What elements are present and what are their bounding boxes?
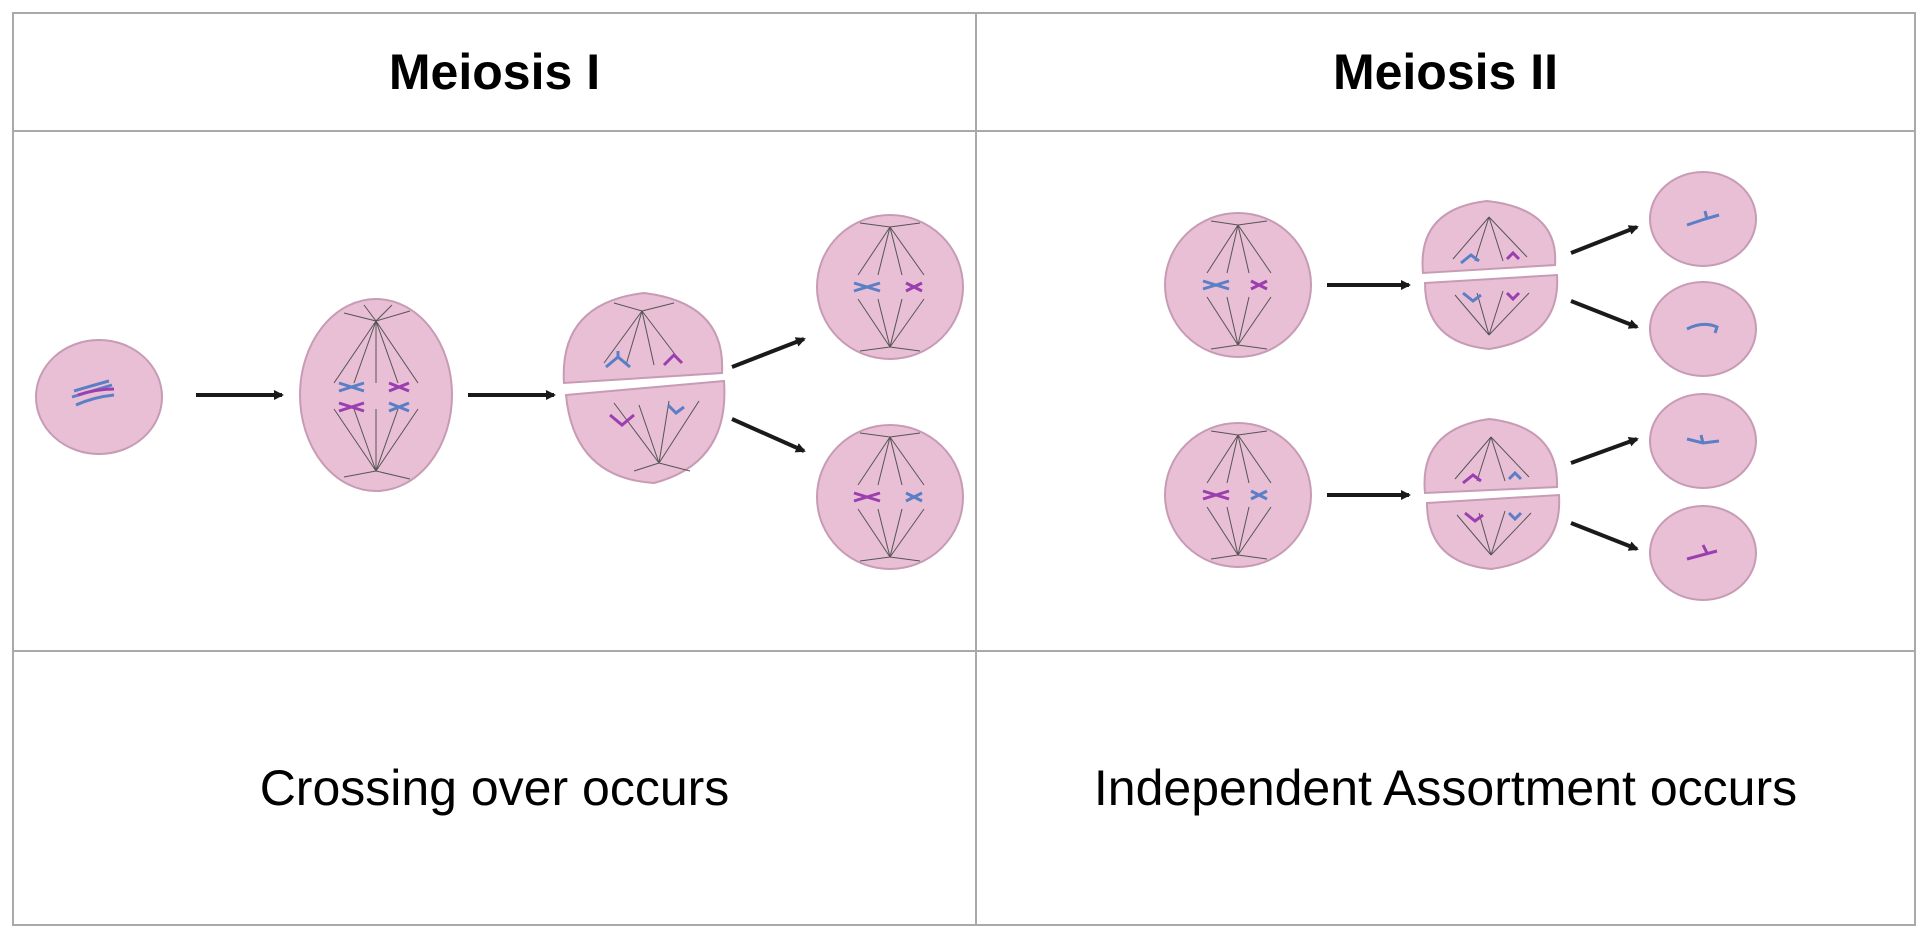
chromosomes <box>338 381 410 413</box>
header-meiosis-1: Meiosis I <box>388 44 601 100</box>
spindle-fibers <box>333 304 419 480</box>
daughter-cell-2 <box>816 424 964 570</box>
cell-telophase-2-bottom-b <box>1425 493 1561 571</box>
arrow-top-b <box>1570 299 1639 329</box>
chromosomes <box>605 351 685 427</box>
caption-row: Crossing over occurs Independent Assortm… <box>12 650 1916 926</box>
meiosis-table: Meiosis I Meiosis II <box>12 12 1916 926</box>
header-row: Meiosis I Meiosis II <box>12 12 1916 132</box>
meiosis-2-diagram-cell <box>975 130 1916 652</box>
daughter-cell-1 <box>816 214 964 360</box>
caption-independent-assortment: Independent Assortment occurs <box>1093 760 1798 816</box>
arrow-bottom-a <box>1570 437 1639 465</box>
cell-telophase-2-top-b <box>1423 273 1559 351</box>
diagram-row <box>12 130 1916 652</box>
cell-telophase-1-bottom <box>564 379 726 485</box>
cell-telophase-2-bottom-a <box>1423 417 1559 495</box>
gamete-2 <box>1649 281 1757 377</box>
chromosomes <box>853 281 923 503</box>
caption-cell-meiosis-2: Independent Assortment occurs <box>975 650 1916 926</box>
gamete-4 <box>1649 505 1757 601</box>
caption-crossing-over: Crossing over occurs <box>259 760 730 816</box>
cell-metaphase-2-bottom <box>1164 422 1312 568</box>
cell-metaphase-1 <box>299 298 453 492</box>
arrow-3b <box>731 417 806 453</box>
caption-cell-meiosis-1: Crossing over occurs <box>12 650 977 926</box>
arrow-3a <box>731 337 806 369</box>
header-cell-meiosis-1: Meiosis I <box>12 12 977 132</box>
spindle-fibers <box>603 302 700 472</box>
header-meiosis-2: Meiosis II <box>1332 44 1559 100</box>
arrow-top-a <box>1570 225 1639 255</box>
cell-telophase-1-top <box>562 291 724 385</box>
cell-telophase-2-top-a <box>1421 199 1557 275</box>
meiosis-1-diagram-cell <box>12 130 977 652</box>
arrow-bottom-b <box>1570 521 1639 551</box>
cell-metaphase-2-top <box>1164 212 1312 358</box>
spindle-fibers <box>857 222 925 562</box>
meiosis-1-diagram <box>35 214 964 570</box>
meiosis-2-diagram <box>1164 171 1757 601</box>
header-cell-meiosis-2: Meiosis II <box>975 12 1916 132</box>
